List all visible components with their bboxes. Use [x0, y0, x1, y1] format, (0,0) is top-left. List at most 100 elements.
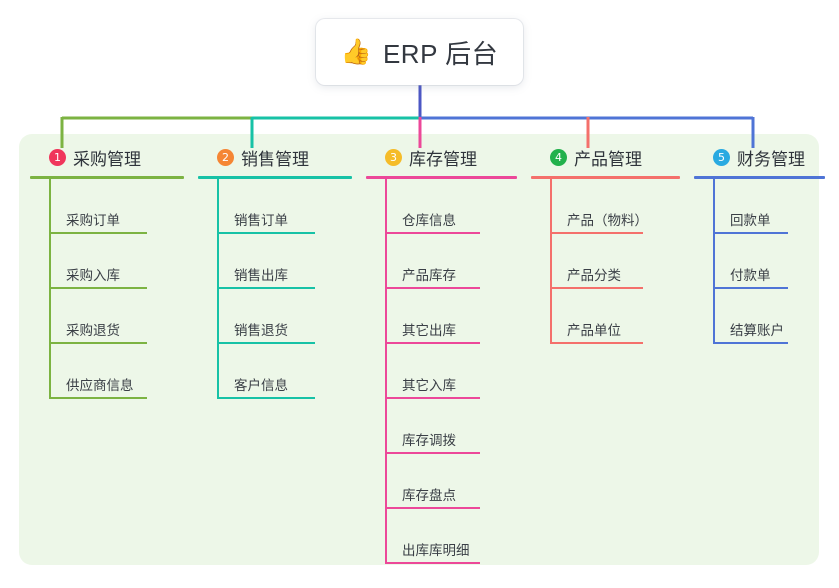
branch-index-badge: 1: [49, 149, 66, 166]
branch-item-list: 产品（物料） 产品分类产品单位: [531, 179, 694, 344]
leaf-item[interactable]: 其它出库: [366, 289, 531, 344]
leaf-item[interactable]: 销售退货: [198, 289, 366, 344]
branch-header-1[interactable]: 1 采购管理: [30, 145, 198, 170]
leaf-item-rule: [385, 452, 480, 454]
leaf-item-label: 采购订单: [66, 213, 120, 228]
branch-title: 销售管理: [241, 150, 309, 169]
leaf-item-label: 销售退货: [234, 323, 288, 338]
leaf-item[interactable]: 库存盘点: [366, 454, 531, 509]
branch-spine: [550, 179, 552, 344]
leaf-item-rule: [385, 507, 480, 509]
leaf-item-rule: [217, 287, 315, 289]
leaf-item-label: 客户信息: [234, 378, 288, 393]
branch-header-rule: [30, 176, 184, 179]
leaf-item-label: 产品（物料）: [567, 213, 648, 228]
leaf-item[interactable]: 产品分类: [531, 234, 694, 289]
leaf-item[interactable]: 销售订单: [198, 179, 366, 234]
leaf-item-label: 产品单位: [567, 323, 621, 338]
leaf-item-label: 付款单: [730, 268, 771, 283]
leaf-item[interactable]: 供应商信息: [30, 344, 198, 399]
leaf-item[interactable]: 其它入库: [366, 344, 531, 399]
root-node[interactable]: 👍 ERP 后台: [316, 19, 523, 85]
branch-header-rule: [198, 176, 352, 179]
leaf-item[interactable]: 结算账户: [694, 289, 839, 344]
leaf-item[interactable]: 采购退货: [30, 289, 198, 344]
branch-item-list: 仓库信息产品库存其它出库其它入库库存调拨库存盘点出库库明细: [366, 179, 531, 564]
branch-header-2[interactable]: 2 销售管理: [198, 145, 366, 170]
branch-column-3: 3 库存管理仓库信息产品库存其它出库其它入库库存调拨库存盘点出库库明细: [366, 145, 531, 564]
leaf-item-rule: [217, 232, 315, 234]
leaf-item-label: 销售出库: [234, 268, 288, 283]
branch-header-rule: [366, 176, 517, 179]
leaf-item-rule: [385, 342, 480, 344]
leaf-item[interactable]: 产品（物料）: [531, 179, 694, 234]
branch-header-rule: [694, 176, 825, 179]
leaf-item-rule: [713, 287, 788, 289]
leaf-item-rule: [713, 232, 788, 234]
branch-spine: [217, 179, 219, 399]
leaf-item[interactable]: 出库库明细: [366, 509, 531, 564]
leaf-item-rule: [550, 232, 643, 234]
leaf-item-rule: [217, 342, 315, 344]
leaf-item-label: 其它入库: [402, 378, 456, 393]
leaf-item-label: 产品库存: [402, 268, 456, 283]
branch-column-2: 2 销售管理销售订单销售出库销售退货客户信息: [198, 145, 366, 399]
leaf-item-rule: [550, 342, 643, 344]
branch-index-badge: 2: [217, 149, 234, 166]
branch-title: 产品管理: [574, 150, 642, 169]
branch-title: 采购管理: [73, 150, 141, 169]
branch-item-list: 采购订单采购入库采购退货供应商信息: [30, 179, 198, 399]
leaf-item-rule: [385, 232, 480, 234]
leaf-item[interactable]: 采购入库: [30, 234, 198, 289]
leaf-item-label: 库存盘点: [402, 488, 456, 503]
leaf-item-label: 结算账户: [730, 323, 784, 338]
leaf-item-rule: [49, 397, 147, 399]
leaf-item-rule: [49, 342, 147, 344]
branch-index-badge: 4: [550, 149, 567, 166]
leaf-item[interactable]: 仓库信息: [366, 179, 531, 234]
branch-column-4: 4 产品管理产品（物料） 产品分类产品单位: [531, 145, 694, 344]
leaf-item-rule: [385, 562, 480, 564]
leaf-item-label: 库存调拨: [402, 433, 456, 448]
leaf-item-rule: [385, 397, 480, 399]
leaf-item[interactable]: 回款单: [694, 179, 839, 234]
branch-title: 库存管理: [409, 150, 477, 169]
branch-spine: [385, 179, 387, 564]
branch-spine: [713, 179, 715, 344]
thumbs-up-icon: 👍: [340, 37, 372, 66]
branch-header-4[interactable]: 4 产品管理: [531, 145, 694, 170]
leaf-item-rule: [713, 342, 788, 344]
leaf-item-rule: [385, 287, 480, 289]
leaf-item-rule: [49, 287, 147, 289]
leaf-item-label: 出库库明细: [402, 543, 470, 558]
branch-column-1: 1 采购管理采购订单采购入库采购退货供应商信息: [30, 145, 198, 399]
leaf-item[interactable]: 客户信息: [198, 344, 366, 399]
branch-index-badge: 3: [385, 149, 402, 166]
root-title: ERP 后台: [382, 38, 499, 69]
branches-panel: [19, 134, 819, 565]
leaf-item[interactable]: 采购订单: [30, 179, 198, 234]
leaf-item[interactable]: 产品单位: [531, 289, 694, 344]
leaf-item-label: 仓库信息: [402, 213, 456, 228]
branch-item-list: 销售订单销售出库销售退货客户信息: [198, 179, 366, 399]
branch-header-3[interactable]: 3 库存管理: [366, 145, 531, 170]
leaf-item-label: 回款单: [730, 213, 771, 228]
branch-title: 财务管理: [737, 150, 805, 169]
leaf-item[interactable]: 库存调拨: [366, 399, 531, 454]
leaf-item[interactable]: 销售出库: [198, 234, 366, 289]
leaf-item-label: 其它出库: [402, 323, 456, 338]
leaf-item-label: 产品分类: [567, 268, 621, 283]
leaf-item-rule: [550, 287, 643, 289]
leaf-item[interactable]: 付款单: [694, 234, 839, 289]
leaf-item[interactable]: 产品库存: [366, 234, 531, 289]
branch-spine: [49, 179, 51, 399]
branch-item-list: 回款单付款单结算账户: [694, 179, 839, 344]
leaf-item-label: 供应商信息: [66, 378, 134, 393]
branch-header-rule: [531, 176, 680, 179]
leaf-item-label: 采购退货: [66, 323, 120, 338]
leaf-item-label: 采购入库: [66, 268, 120, 283]
